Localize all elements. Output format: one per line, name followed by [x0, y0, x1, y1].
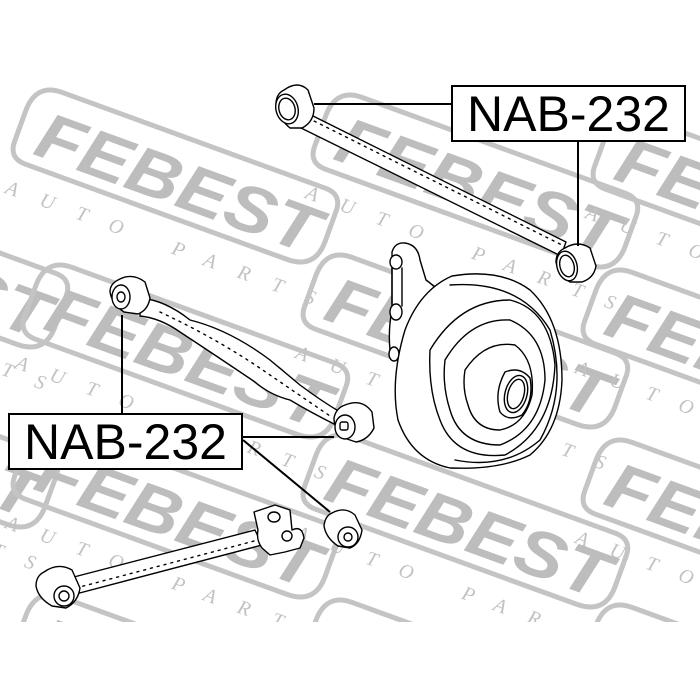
separate-bushing	[323, 509, 363, 549]
lower-trailing-link	[35, 504, 305, 609]
middle-control-arm	[109, 275, 375, 443]
upper-lateral-rod	[274, 84, 597, 283]
leader-lines	[121, 103, 579, 513]
hub-brake-drum	[388, 242, 563, 469]
part-number-label-top: NAB-232	[451, 85, 686, 142]
watermark-layer	[0, 83, 700, 700]
part-number-label-bottom: NAB-232	[8, 413, 243, 470]
